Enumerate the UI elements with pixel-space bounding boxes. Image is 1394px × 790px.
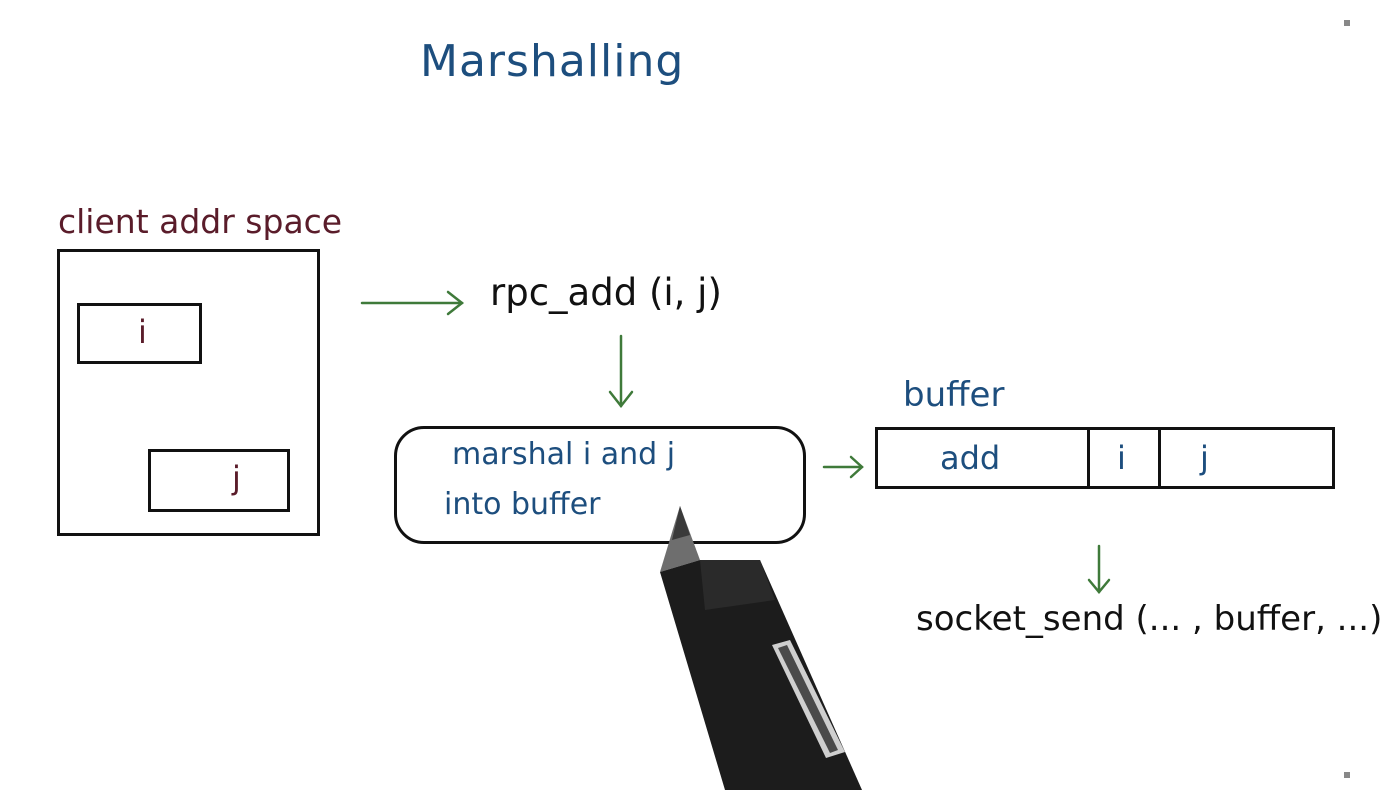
buffer-cell-add: add (940, 439, 1001, 477)
arrow-rpc-to-marshal (608, 334, 634, 409)
marshal-step-line1: marshal i and j (452, 437, 676, 472)
corner-marker (1344, 772, 1350, 778)
variable-j-label: j (232, 459, 241, 497)
corner-marker (1344, 20, 1350, 26)
variable-i-label: i (138, 313, 147, 351)
diagram-title: Marshalling (420, 36, 685, 87)
client-addr-space-box (57, 249, 320, 536)
arrow-client-to-rpc (360, 290, 465, 316)
buffer-cell-j: j (1200, 439, 1209, 477)
buffer-cell-i: i (1117, 439, 1126, 477)
socket-send-call: socket_send (... , buffer, ...) (916, 599, 1383, 639)
arrow-marshal-to-buffer (822, 455, 864, 479)
stylus-pen-icon (660, 506, 862, 790)
buffer-label: buffer (903, 375, 1005, 415)
marshal-step-line2: into buffer (444, 487, 601, 522)
arrow-buffer-to-socket (1087, 544, 1111, 594)
variable-j-box (148, 449, 290, 512)
rpc-add-call: rpc_add (i, j) (490, 271, 722, 314)
marshal-step-box (394, 426, 806, 544)
variable-i-box (77, 303, 202, 364)
client-addr-space-label: client addr space (58, 202, 343, 241)
buffer-box (875, 427, 1335, 489)
buffer-divider-1 (1087, 428, 1090, 488)
buffer-divider-2 (1158, 428, 1161, 488)
